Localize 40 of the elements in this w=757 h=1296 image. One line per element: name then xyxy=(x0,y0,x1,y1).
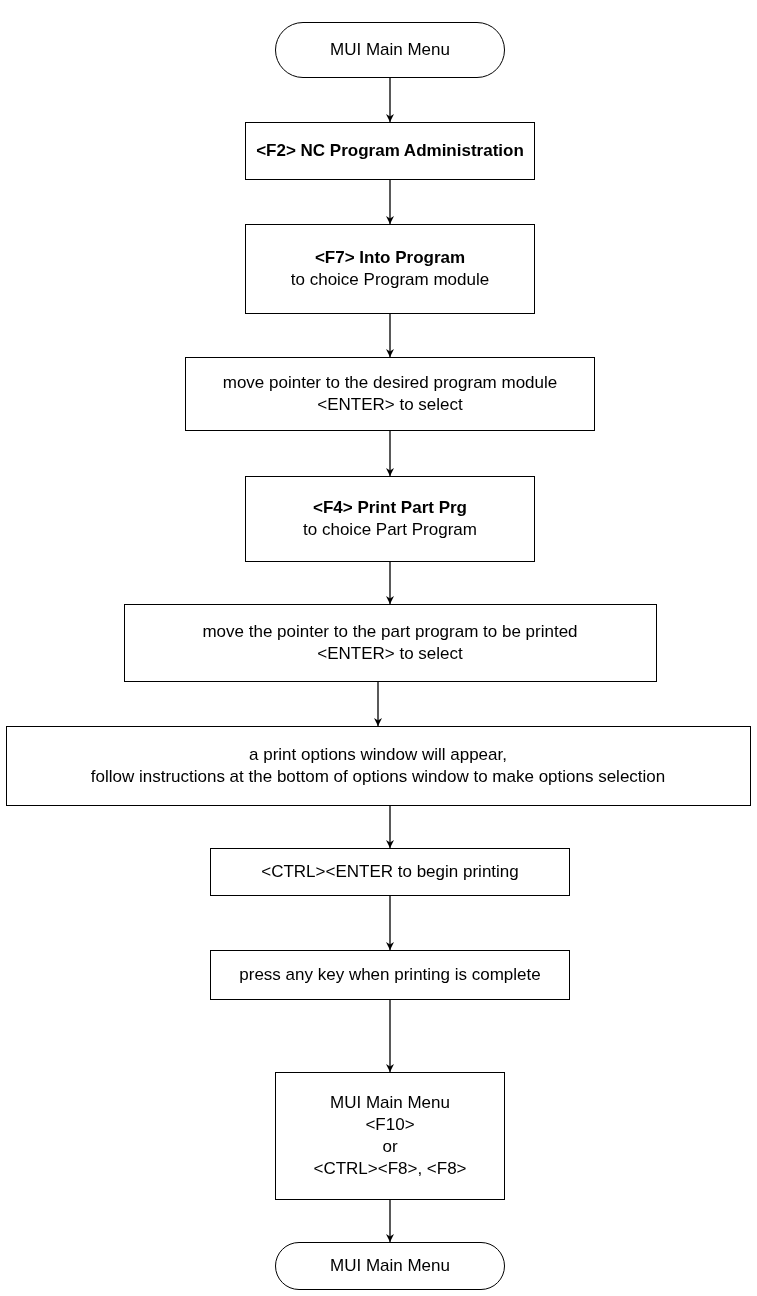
process-box xyxy=(210,848,570,896)
step-text: <ENTER> to select xyxy=(317,394,463,416)
step-text: move pointer to the desired program module xyxy=(222,371,558,394)
process-box xyxy=(5,726,751,806)
process-box xyxy=(210,950,570,1000)
step-text: follow instructions at the bottom of options window to make options selection xyxy=(90,766,666,788)
arrow xyxy=(386,77,394,123)
process-box xyxy=(245,224,535,314)
arrow xyxy=(386,895,394,951)
step-text: a print options window will appear, xyxy=(249,743,507,766)
step-text: to choice Program module xyxy=(290,269,490,291)
arrow xyxy=(374,681,382,727)
process-box xyxy=(275,1072,505,1200)
step-text: <ENTER> to select xyxy=(317,643,463,665)
step-text: MUI Main Menu xyxy=(330,1091,450,1114)
arrow xyxy=(386,313,394,358)
arrow xyxy=(386,805,394,849)
step-text: <CTRL><ENTER to begin printing xyxy=(261,860,519,883)
step-text: to choice Part Program xyxy=(303,519,477,541)
step-text: MUI Main Menu xyxy=(330,1254,450,1277)
step-text: <CTRL><F8>, <F8> xyxy=(313,1158,467,1181)
arrow xyxy=(386,1199,394,1243)
step-heading: <F2> NC Program Administration xyxy=(256,139,524,162)
arrow xyxy=(386,561,394,605)
process-box xyxy=(123,604,657,682)
arrow xyxy=(386,999,394,1073)
process-box xyxy=(245,476,535,562)
step-text: <F10> xyxy=(365,1113,415,1136)
step-text: or xyxy=(382,1136,398,1158)
step-text: press any key when printing is complete xyxy=(239,963,541,986)
step-heading: <F4> Print Part Prg xyxy=(313,496,467,519)
arrow xyxy=(386,430,394,477)
process-box xyxy=(185,357,595,431)
arrow xyxy=(386,179,394,225)
step-heading: <F7> Into Program xyxy=(314,246,466,269)
terminal-shape xyxy=(275,1242,505,1290)
step-text: MUI Main Menu xyxy=(330,38,450,61)
terminal-shape xyxy=(275,22,505,78)
step-text: move the pointer to the part program to be printed xyxy=(202,620,578,643)
process-box xyxy=(245,122,535,180)
